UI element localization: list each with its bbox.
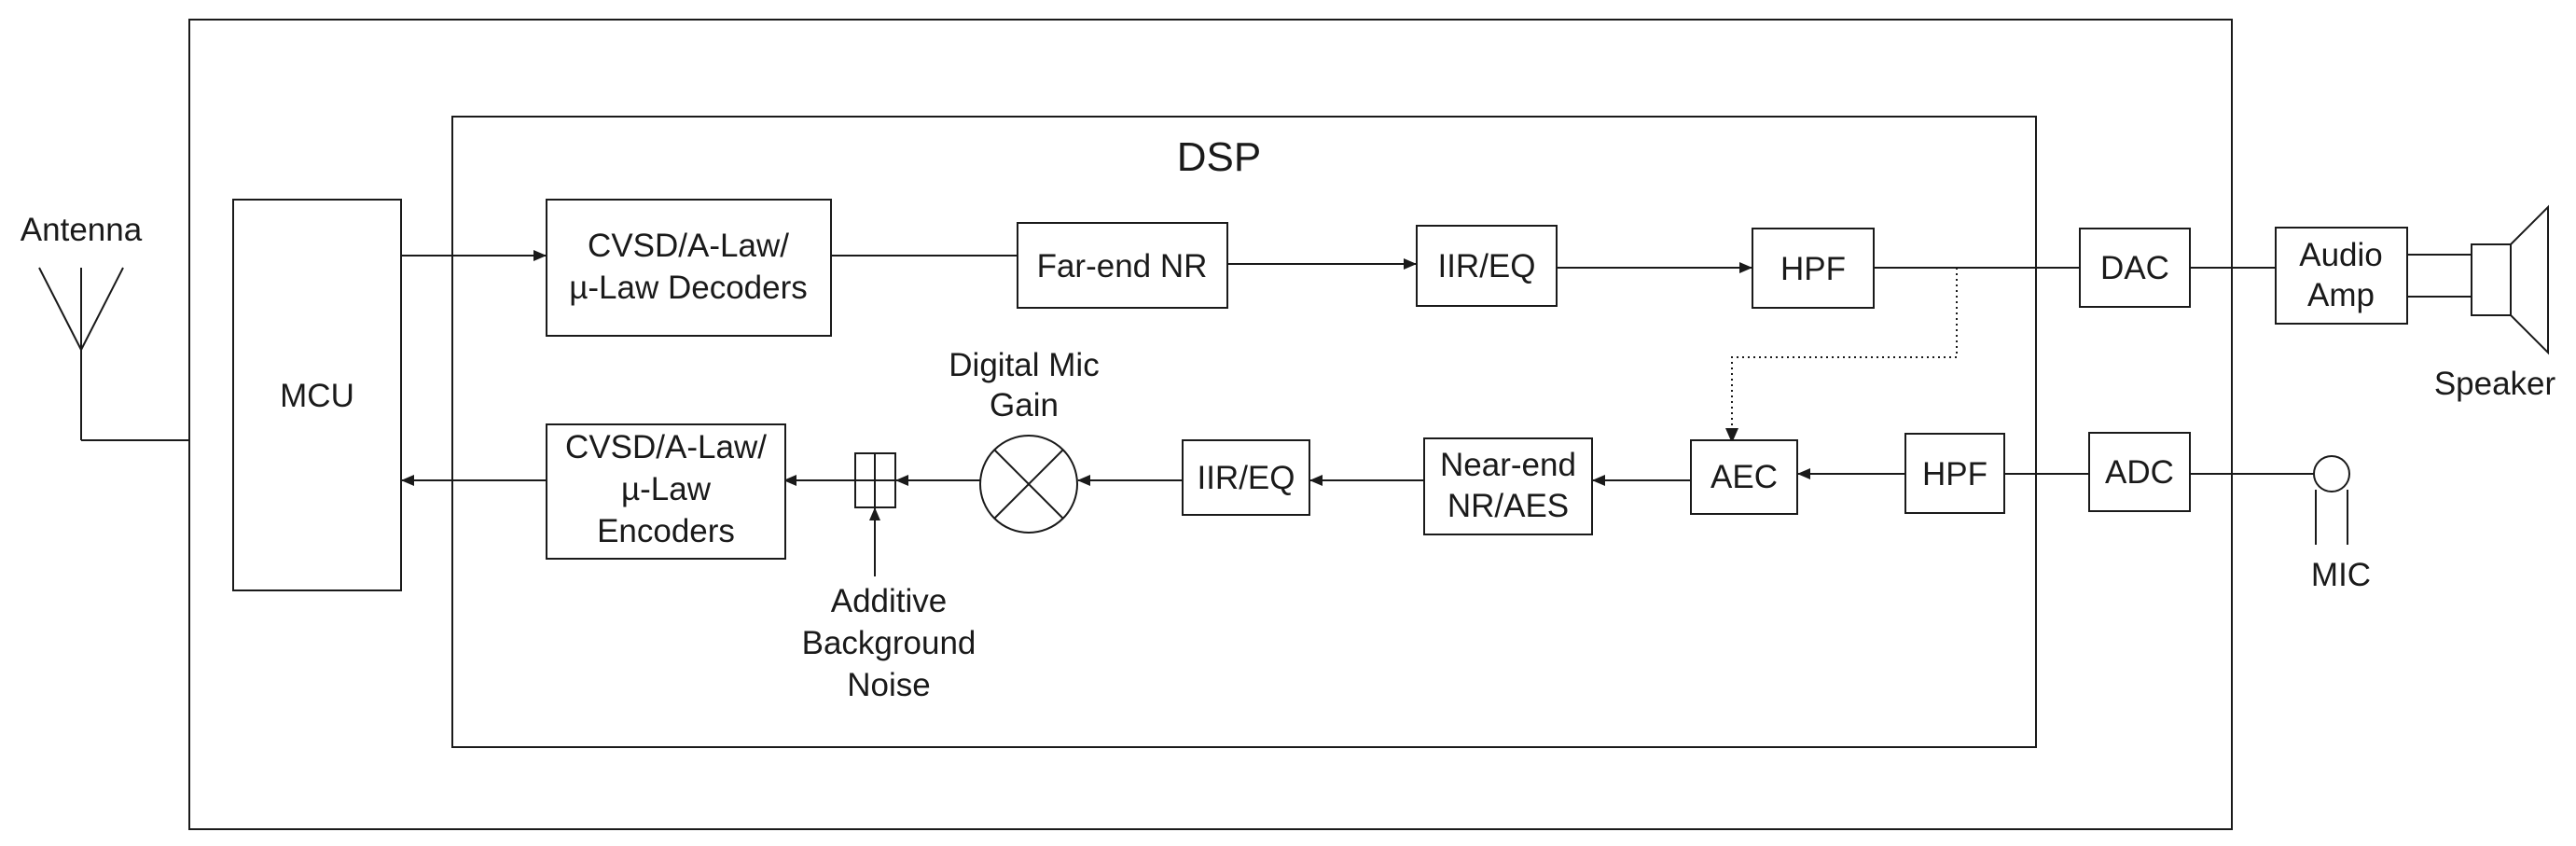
- iir-eq-rx-block: [1182, 439, 1310, 516]
- noise-label-line1: Additive: [831, 583, 948, 619]
- audio-amp-label-line2: Amp: [2307, 277, 2375, 313]
- audio-amp-label-line1: Audio: [2299, 237, 2383, 273]
- dac-label: DAC: [2100, 250, 2169, 286]
- adc-block: [2088, 432, 2191, 512]
- adc-label: ADC: [2105, 454, 2174, 491]
- decoders-label-line2: µ-Law Decoders: [569, 270, 808, 306]
- iir-eq-rx-label: IIR/EQ: [1197, 460, 1295, 496]
- echo-reference-dotted-line: [1731, 268, 1958, 431]
- decoders-label-line1: CVSD/A-Law/: [588, 228, 789, 264]
- near-end-label-line2: NR/AES: [1447, 488, 1569, 524]
- mic-label: MIC: [2311, 557, 2371, 593]
- decoders-block: [546, 199, 832, 337]
- mcu-block: [232, 199, 402, 591]
- near-end-block: [1423, 437, 1593, 535]
- aec-block: [1690, 439, 1798, 515]
- audio-amp-block: [2275, 227, 2408, 325]
- multiplier-icon: [979, 435, 1078, 534]
- aec-label: AEC: [1710, 459, 1778, 495]
- near-end-label-line1: Near-end: [1440, 447, 1576, 483]
- speaker-icon: [2471, 204, 2549, 355]
- outer-system-frame: [188, 19, 2233, 830]
- encoders-block: [546, 423, 786, 560]
- hpf-rx-block: [1904, 433, 2005, 514]
- noise-label-line3: Noise: [847, 667, 930, 703]
- encoders-label-line2: µ-Law: [621, 471, 712, 507]
- iir-eq-tx-label: IIR/EQ: [1437, 248, 1535, 284]
- mcu-label: MCU: [280, 378, 354, 414]
- mic-icon: [2313, 455, 2350, 545]
- far-end-nr-label: Far-end NR: [1037, 248, 1208, 284]
- antenna-icon: [38, 267, 124, 440]
- digital-mic-gain-label-line2: Gain: [990, 387, 1059, 423]
- iir-eq-tx-block: [1416, 225, 1558, 307]
- adder-icon: [854, 452, 896, 508]
- encoders-label-line1: CVSD/A-Law/: [565, 429, 767, 465]
- dsp-frame: [451, 116, 2037, 748]
- encoders-label-line3: Encoders: [597, 513, 735, 549]
- antenna-label: Antenna: [21, 212, 143, 248]
- hpf-tx-label: HPF: [1780, 251, 1846, 287]
- hpf-rx-label: HPF: [1922, 456, 1987, 492]
- digital-mic-gain-label-line1: Digital Mic: [949, 347, 1099, 383]
- hpf-tx-block: [1752, 228, 1875, 309]
- dac-block: [2079, 228, 2191, 308]
- dsp-title: DSP: [1177, 134, 1261, 180]
- noise-label-line2: Background: [802, 625, 976, 661]
- speaker-label: Speaker: [2434, 366, 2556, 402]
- echo-reference-arrowhead: [1725, 428, 1738, 443]
- far-end-nr-block: [1017, 222, 1228, 309]
